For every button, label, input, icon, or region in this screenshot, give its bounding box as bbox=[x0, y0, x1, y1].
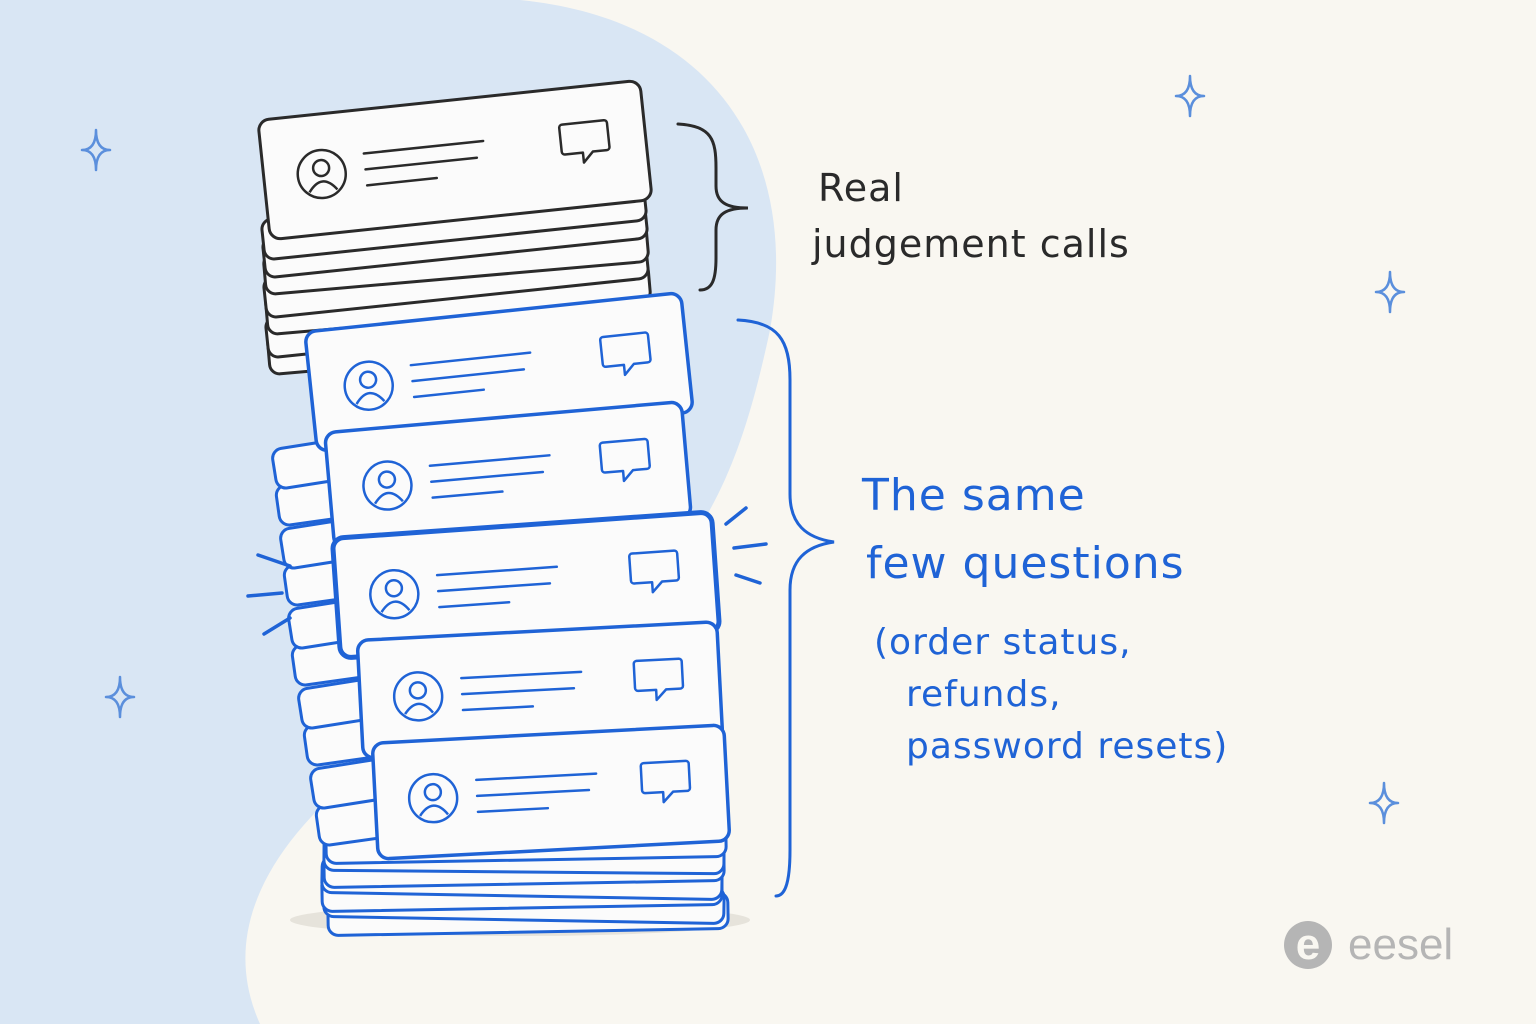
user-avatar-icon bbox=[392, 671, 444, 722]
message-text-line bbox=[435, 565, 559, 577]
message-text-line bbox=[365, 176, 439, 187]
user-avatar-icon bbox=[296, 148, 347, 200]
brand-logo: e eesel bbox=[1284, 918, 1453, 972]
chat-bubble-icon bbox=[639, 759, 692, 804]
message-text-line bbox=[461, 705, 535, 712]
ticket-card bbox=[371, 723, 731, 861]
message-text-line bbox=[438, 600, 511, 609]
emphasis-tick bbox=[246, 591, 284, 598]
message-text-line bbox=[475, 788, 591, 798]
repetitive-detail-line3: password resets) bbox=[906, 726, 1229, 767]
brand-mark-icon: e bbox=[1284, 921, 1332, 969]
message-text-line bbox=[362, 139, 485, 155]
sparkle-icon bbox=[104, 675, 136, 719]
message-text-line bbox=[460, 686, 576, 696]
chat-bubble-icon bbox=[628, 549, 681, 594]
message-text-line bbox=[476, 806, 550, 814]
user-avatar-icon bbox=[369, 568, 420, 620]
message-text-line bbox=[475, 772, 598, 782]
message-text-line bbox=[364, 156, 479, 171]
message-text-line bbox=[412, 388, 486, 399]
ticket-stack bbox=[246, 79, 768, 937]
message-text-line bbox=[430, 470, 545, 483]
judgement-label-line2: judgement calls bbox=[812, 222, 1130, 266]
emphasis-tick bbox=[256, 553, 292, 568]
message-text-line bbox=[436, 582, 552, 593]
brand-name: eesel bbox=[1348, 920, 1454, 969]
repetitive-brace bbox=[736, 318, 835, 898]
annotation-braces bbox=[676, 122, 835, 898]
judgement-label-line1: Real bbox=[818, 166, 904, 210]
repetitive-detail-line1: (order status, bbox=[874, 622, 1132, 663]
message-text-line bbox=[460, 670, 583, 680]
judgement-brace bbox=[676, 122, 749, 292]
emphasis-tick bbox=[732, 542, 768, 550]
sparkle-icon bbox=[1374, 270, 1406, 314]
user-avatar-icon bbox=[362, 460, 413, 511]
user-avatar-icon bbox=[343, 360, 394, 411]
chat-bubble-icon bbox=[632, 657, 685, 702]
message-text-line bbox=[431, 490, 504, 499]
sparkle-icon bbox=[1174, 74, 1206, 118]
emphasis-tick bbox=[262, 616, 292, 636]
repetitive-detail-line2: refunds, bbox=[906, 674, 1062, 715]
chat-bubble-icon bbox=[598, 331, 652, 377]
message-text-line bbox=[411, 368, 526, 383]
chat-bubble-icon bbox=[557, 118, 611, 164]
message-text-line bbox=[409, 351, 532, 367]
emphasis-tick bbox=[734, 573, 762, 585]
repetitive-label-line1: The same bbox=[862, 470, 1086, 521]
sparkle-icon bbox=[1368, 781, 1400, 825]
user-avatar-icon bbox=[407, 772, 459, 824]
sparkle-icon bbox=[80, 128, 112, 172]
sparkle-decorations bbox=[80, 74, 1406, 825]
top-ticket-card bbox=[257, 79, 653, 241]
chat-bubble-icon bbox=[598, 437, 651, 483]
ticket-card bbox=[355, 620, 725, 760]
emphasis-tick bbox=[724, 506, 748, 526]
message-text-line bbox=[428, 454, 551, 468]
repetitive-label-line2: few questions bbox=[866, 538, 1185, 589]
